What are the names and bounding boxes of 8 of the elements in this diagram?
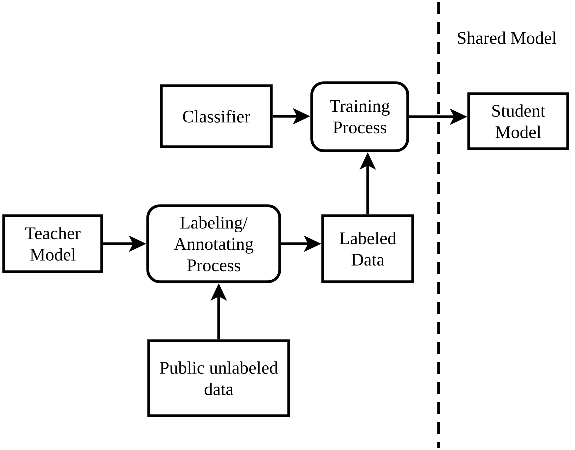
process-box: Labeling/ Annotating Process xyxy=(146,204,282,284)
process-box: Training Process xyxy=(310,82,410,152)
box: Labeled Data xyxy=(322,214,414,284)
box: Teacher Model xyxy=(2,214,104,274)
box: Student Model xyxy=(468,92,570,150)
region-label: Shared Model xyxy=(458,32,557,44)
box: Classifier xyxy=(160,84,273,148)
box: Public unlabeled data xyxy=(148,340,290,418)
